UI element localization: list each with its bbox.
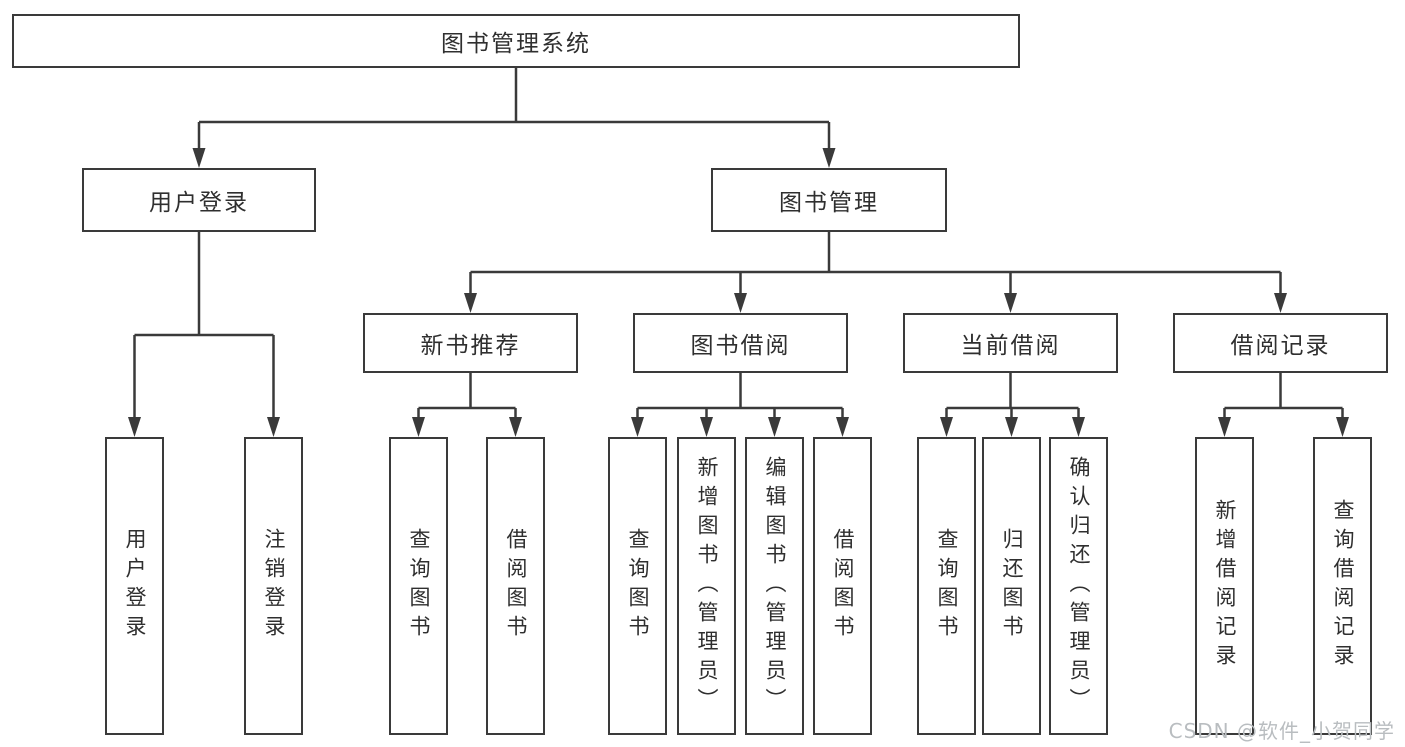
arrow-icon (1336, 417, 1349, 437)
node-root-library-system: 图书管理系统 (12, 14, 1020, 68)
leaf-borrow-borrow-books: 借阅图书 (813, 437, 872, 735)
arrow-icon (631, 417, 644, 437)
arrow-icon (1005, 417, 1018, 437)
wire-bookmgmt-to-level3 (469, 232, 1282, 295)
node-label: 借阅图书 (831, 528, 855, 644)
node-label: 当前借阅 (960, 333, 1061, 359)
node-new-book-recommend: 新书推荐 (363, 313, 578, 373)
node-user-login-branch: 用户登录 (82, 168, 316, 232)
csdn-watermark: CSDN @软件_小贺同学 (1168, 719, 1395, 743)
wire-records-to-leaves (1223, 373, 1344, 419)
node-label: 借阅图书 (504, 528, 528, 644)
node-label: 图书管理 (779, 190, 879, 216)
arrow-icon (1218, 417, 1231, 437)
leaf-borrow-edit-books-admin: 编辑图书（管理员） (745, 437, 804, 735)
wire-newbooks-to-leaves (417, 373, 517, 419)
node-label: 新增借阅记录 (1213, 499, 1237, 673)
arrow-icon (1072, 417, 1085, 437)
node-current-borrow: 当前借阅 (903, 313, 1118, 373)
leaf-borrow-add-books-admin: 新增图书（管理员） (677, 437, 736, 735)
arrow-icon (267, 417, 280, 437)
wire-bookborrow-to-leaves (636, 373, 844, 419)
leaf-logout: 注销登录 (244, 437, 303, 735)
arrow-icon (412, 417, 425, 437)
arrow-icon (192, 148, 206, 168)
leaf-records-query-record: 查询借阅记录 (1313, 437, 1372, 735)
arrow-icon (128, 417, 141, 437)
node-label: 查询借阅记录 (1331, 499, 1355, 673)
node-book-borrow: 图书借阅 (633, 313, 848, 373)
node-label: 图书借阅 (690, 333, 791, 359)
leaf-current-confirm-return-admin: 确认归还（管理员） (1049, 437, 1108, 735)
node-label: 编辑图书（管理员） (763, 455, 787, 717)
node-label: 查询图书 (407, 528, 431, 644)
node-label: 用户登录 (123, 528, 147, 644)
arrow-icon (1004, 293, 1017, 313)
leaf-user-login: 用户登录 (105, 437, 164, 735)
node-label: 图书管理系统 (441, 31, 591, 57)
node-label: 借阅记录 (1230, 333, 1331, 359)
wire-root-to-level2 (197, 68, 831, 150)
arrow-icon (822, 148, 836, 168)
node-book-management-branch: 图书管理 (711, 168, 947, 232)
arrow-icon (464, 293, 477, 313)
node-label: 查询图书 (626, 528, 650, 644)
node-borrow-records: 借阅记录 (1173, 313, 1388, 373)
leaf-newbooks-borrow-books: 借阅图书 (486, 437, 545, 735)
node-label: 新增图书（管理员） (695, 455, 719, 717)
arrow-icon (836, 417, 849, 437)
node-label: 查询图书 (935, 528, 959, 644)
node-label: 归还图书 (1000, 528, 1024, 644)
arrow-icon (509, 417, 522, 437)
node-label: 用户登录 (149, 190, 249, 216)
node-label: 注销登录 (262, 528, 286, 644)
arrowheads (128, 148, 1349, 437)
leaf-newbooks-query-books: 查询图书 (389, 437, 448, 735)
arrow-icon (700, 417, 713, 437)
leaf-current-query-books: 查询图书 (917, 437, 976, 735)
leaf-records-add-record: 新增借阅记录 (1195, 437, 1254, 735)
node-label: 确认归还（管理员） (1067, 455, 1091, 717)
leaf-current-return-books: 归还图书 (982, 437, 1041, 735)
leaf-borrow-query-books: 查询图书 (608, 437, 667, 735)
arrow-icon (734, 293, 747, 313)
wire-currentborrow-to-leaves (945, 373, 1080, 419)
arrow-icon (1274, 293, 1287, 313)
node-label: 新书推荐 (420, 333, 521, 359)
arrow-icon (768, 417, 781, 437)
wire-userlogin-to-leaves (133, 232, 275, 419)
arrow-icon (940, 417, 953, 437)
